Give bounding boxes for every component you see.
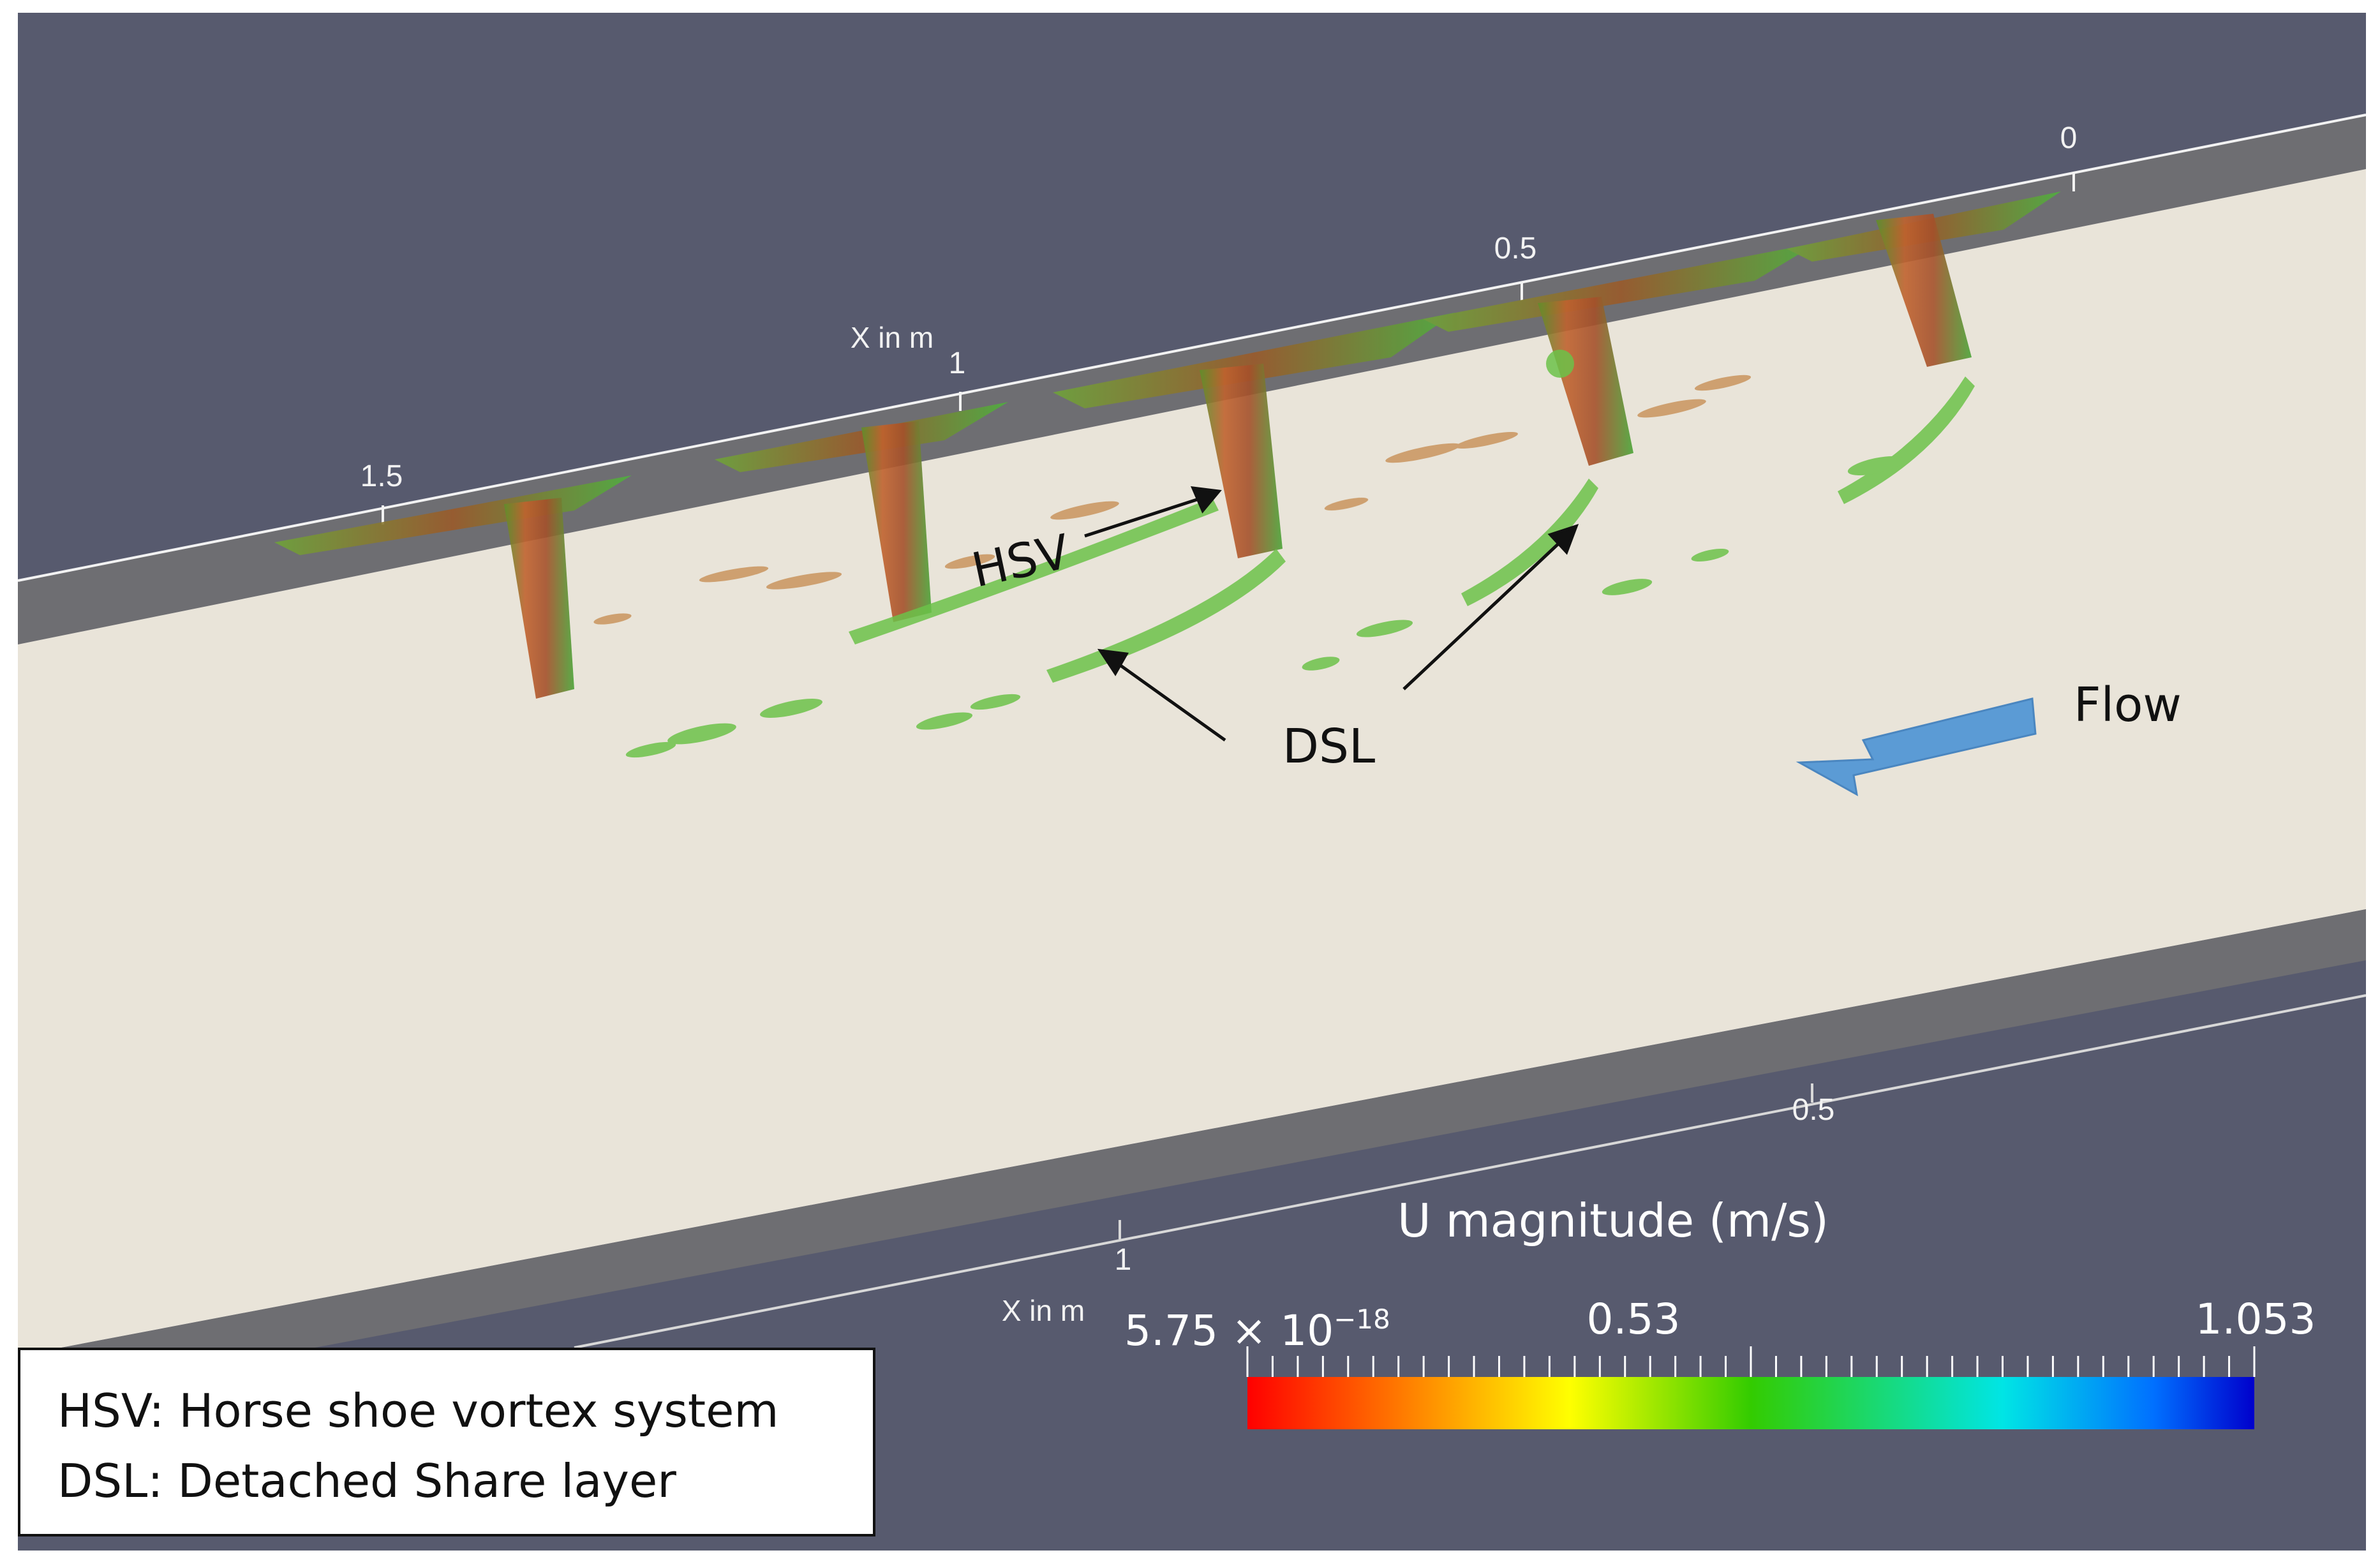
lower-axis-line [574, 994, 2367, 1349]
legend-box: HSV: Horse shoe vortex system DSL: Detac… [18, 1348, 875, 1536]
top-axis-tick-label-0: 0 [2060, 121, 2078, 155]
colorbar-min-label: 5.75 × 10−18 [1124, 1304, 1390, 1355]
channel-bed [18, 169, 2366, 1356]
colorbar-min-base: 5.75 × 10 [1124, 1306, 1334, 1355]
top-axis-title: X in m [851, 321, 933, 354]
colorbar-ticks [1246, 1346, 2256, 1377]
colorbar-max-label: 1.053 [2196, 1295, 2316, 1344]
lower-wall [18, 909, 2366, 1404]
hsv-arrow [1084, 486, 1222, 538]
bottom-axis-tick-label-1: 1 [1115, 1243, 1132, 1277]
dsl-arrow-left [1097, 648, 1226, 742]
vortex-columns [504, 214, 1972, 699]
colorbar-gradient [1247, 1377, 2254, 1429]
bottom-axis-ticks [1119, 1083, 1813, 1239]
top-axis-tick-label-1-5: 1.5 [361, 459, 403, 493]
top-axis-ticks [382, 172, 2075, 524]
bottom-axis-tick-label-0-5: 0.5 [1792, 1093, 1835, 1127]
colorbar-title: U magnitude (m/s) [1397, 1194, 1829, 1247]
legend-hsv-definition: HSV: Horse shoe vortex system [57, 1384, 779, 1438]
flow-label: Flow [2074, 678, 2182, 733]
bottom-axis-title: X in m [1002, 1294, 1085, 1327]
colorbar-min-exponent: −18 [1334, 1304, 1390, 1335]
flow-arrow [1796, 697, 2037, 796]
colorbar-mid-label: 0.53 [1587, 1295, 1681, 1344]
top-axis-tick-label-0-5: 0.5 [1494, 232, 1537, 265]
horseshoe-vortex-fragments [593, 375, 1752, 625]
legend-dsl-definition: DSL: Detached Share layer [57, 1454, 676, 1508]
top-axis-tick-label-1: 1 [949, 346, 966, 380]
upper-axis-line [17, 114, 2367, 582]
dsl-arrow-right [1402, 524, 1579, 690]
detached-shear-layer-streaks [625, 350, 1975, 758]
dsl-label: DSL [1283, 719, 1375, 774]
